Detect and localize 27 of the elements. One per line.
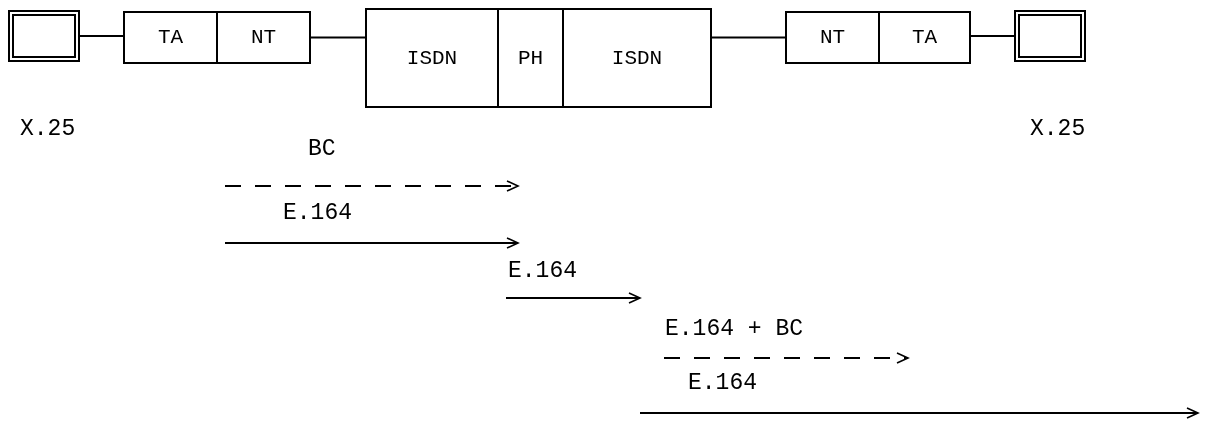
block-box [216, 11, 311, 64]
block-label: PH [517, 46, 544, 70]
terminal-box [8, 10, 80, 62]
terminal-box [1014, 10, 1086, 62]
connector-line [79, 35, 124, 37]
block-box [123, 11, 218, 64]
block-box [878, 11, 971, 64]
flow-label: E.164 [283, 200, 352, 226]
terminal-caption: X.25 [1030, 116, 1086, 142]
flow-label: E.164 + BC [665, 316, 804, 342]
flow-label: E.164 [508, 258, 577, 284]
block-box [497, 8, 564, 108]
connector-line [310, 36, 366, 39]
terminal-caption: X.25 [20, 116, 76, 142]
block-label: ISDN [406, 46, 458, 70]
block-box [365, 8, 499, 108]
block-label: TA [157, 26, 184, 49]
block-box [785, 11, 880, 64]
block-label: NT [250, 26, 277, 49]
block-label: TA [911, 26, 938, 49]
flow-label: E.164 [688, 370, 757, 396]
connector-line [711, 36, 786, 39]
flow-label: BC [308, 136, 336, 162]
block-box [562, 8, 712, 108]
block-label: NT [819, 26, 846, 49]
block-label: ISDN [611, 46, 663, 70]
connector-line [970, 35, 1015, 37]
